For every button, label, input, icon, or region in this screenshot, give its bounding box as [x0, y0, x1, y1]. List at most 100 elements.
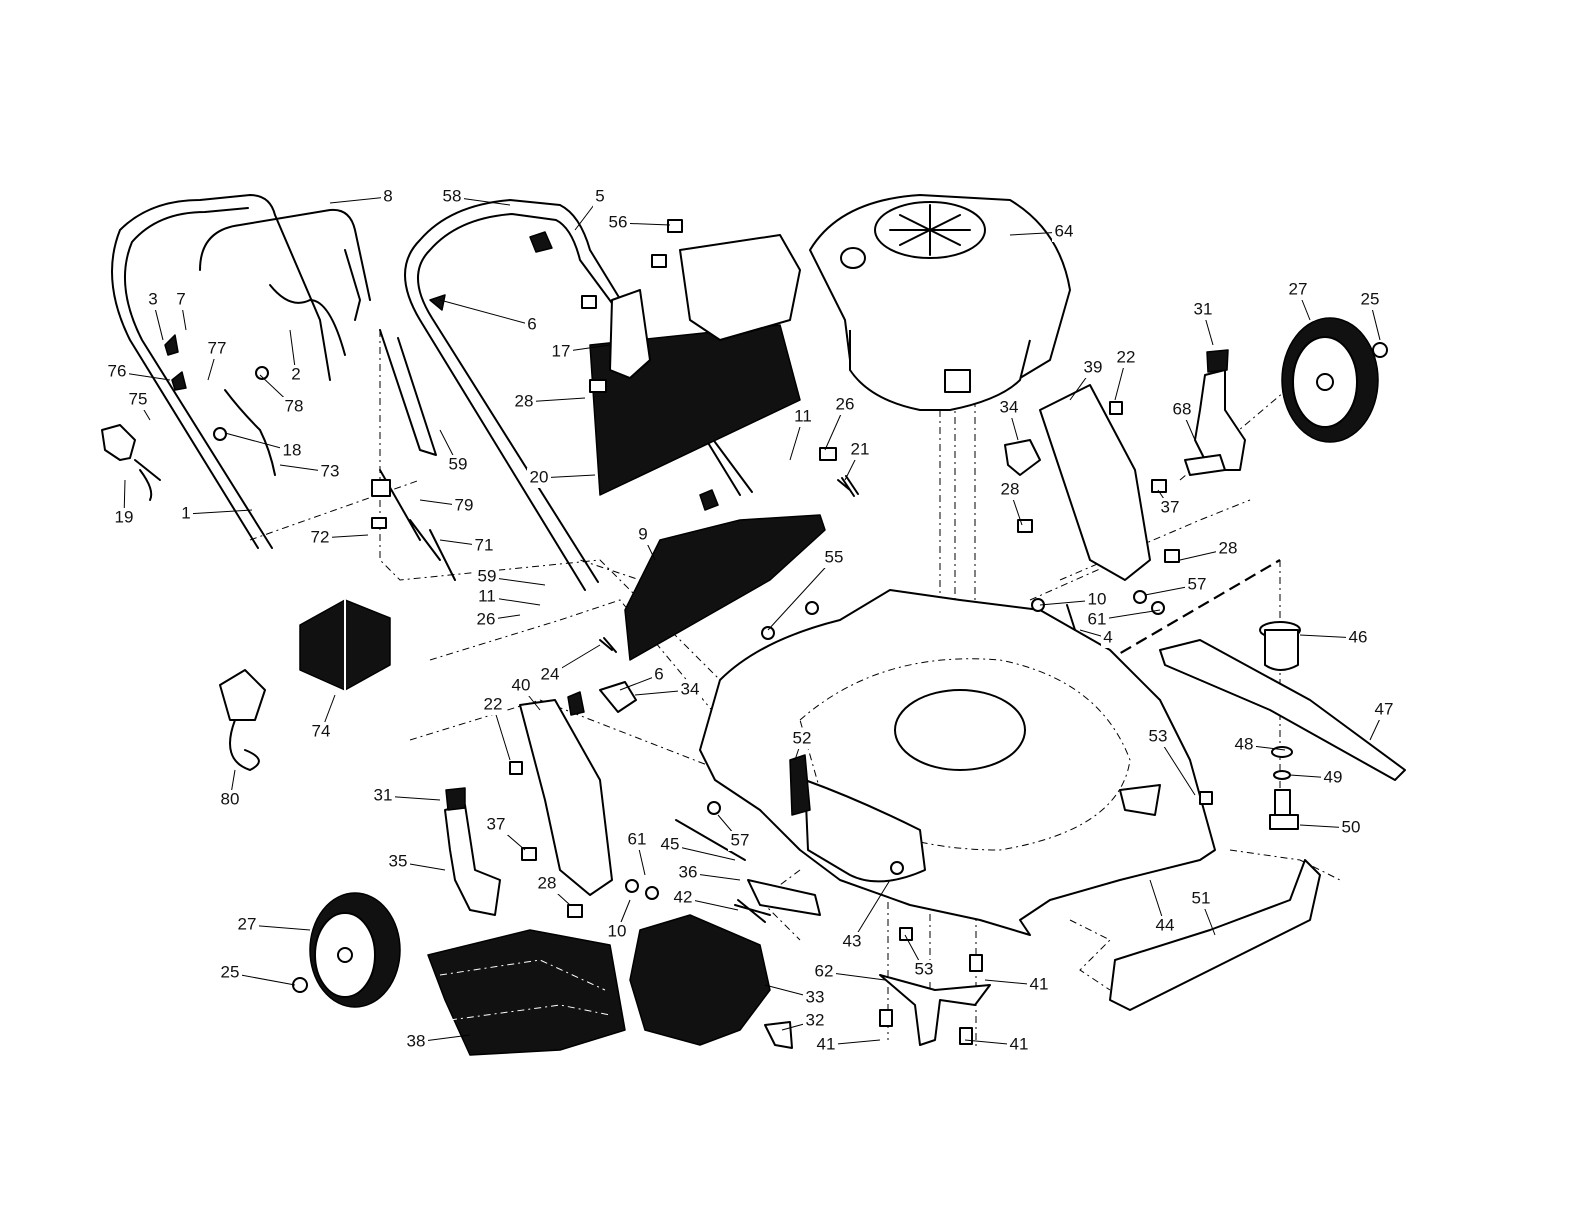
callout-77: 77 — [205, 338, 229, 380]
part-number-label: 80 — [221, 789, 240, 808]
callout-37: 37 — [484, 814, 525, 850]
part-number-label: 20 — [530, 467, 549, 486]
wiring-harness — [372, 470, 455, 580]
part-number-label: 19 — [115, 507, 134, 526]
part-number-label: 50 — [1342, 817, 1361, 836]
callout-27: 27 — [235, 914, 310, 935]
callout-28: 28 — [998, 479, 1022, 525]
callout-11: 11 — [790, 406, 815, 460]
part-number-label: 47 — [1375, 699, 1394, 718]
callout-5: 5 — [575, 186, 607, 230]
callout-41: 41 — [965, 1034, 1031, 1055]
callout-32: 32 — [782, 1010, 827, 1031]
part-number-label: 57 — [1188, 574, 1207, 593]
callout-10: 10 — [605, 900, 630, 942]
callout-49: 49 — [1290, 767, 1345, 788]
callout-8: 8 — [330, 186, 395, 207]
part-number-label: 1 — [181, 503, 190, 522]
part-number-label: 45 — [661, 834, 680, 853]
part-number-label: 40 — [512, 675, 531, 694]
wheel-front — [310, 893, 400, 1007]
part-number-label: 38 — [407, 1031, 426, 1050]
callout-21: 21 — [845, 439, 872, 480]
height-adjuster-rear-right — [1040, 385, 1150, 580]
part-number-label: 6 — [654, 664, 663, 683]
battery — [300, 600, 390, 690]
part-number-label: 41 — [1030, 974, 1049, 993]
part-number-label: 25 — [1361, 289, 1380, 308]
part-number-label: 22 — [484, 694, 503, 713]
part-number-label: 17 — [552, 341, 571, 360]
leader-line — [330, 197, 388, 203]
callout-58: 58 — [440, 186, 510, 207]
part-number-label: 36 — [679, 862, 698, 881]
callout-2: 2 — [289, 330, 303, 385]
part-number-label: 32 — [806, 1010, 825, 1029]
part-number-label: 64 — [1055, 221, 1074, 240]
part-number-label: 34 — [681, 679, 700, 698]
part-number-label: 68 — [1173, 399, 1192, 418]
part-number-label: 34 — [1000, 397, 1019, 416]
part-number-label: 59 — [478, 566, 497, 585]
callout-68: 68 — [1170, 399, 1195, 440]
part-number-label: 78 — [285, 396, 304, 415]
part-number-label: 61 — [628, 829, 647, 848]
part-number-label: 62 — [815, 961, 834, 980]
callout-33: 33 — [765, 985, 827, 1008]
leader-line — [440, 300, 532, 325]
part-number-label: 7 — [176, 289, 185, 308]
part-number-label: 55 — [825, 547, 844, 566]
part-number-label: 26 — [477, 609, 496, 628]
part-number-label: 48 — [1235, 734, 1254, 753]
part-number-label: 26 — [836, 394, 855, 413]
part-number-label: 77 — [208, 338, 227, 357]
part-number-label: 4 — [1103, 627, 1112, 646]
callout-26: 26 — [474, 609, 520, 630]
part-number-label: 53 — [1149, 726, 1168, 745]
callout-19: 19 — [112, 480, 136, 528]
part-number-label: 10 — [1088, 589, 1107, 608]
part-number-label: 72 — [311, 527, 330, 546]
part-number-label: 21 — [851, 439, 870, 458]
callout-56: 56 — [606, 212, 670, 233]
part-number-label: 79 — [455, 495, 474, 514]
part-number-label: 44 — [1156, 915, 1175, 934]
callout-72: 72 — [308, 527, 368, 548]
part-number-label: 11 — [478, 586, 496, 605]
part-number-label: 33 — [806, 987, 825, 1006]
callout-73: 73 — [280, 461, 342, 482]
height-adjuster-lever-left — [445, 788, 500, 915]
callout-3: 3 — [146, 289, 163, 340]
part-number-label: 28 — [538, 873, 557, 892]
callout-79: 79 — [420, 495, 476, 516]
callout-80: 80 — [218, 770, 242, 810]
callout-41: 41 — [985, 974, 1051, 995]
callout-75: 75 — [126, 389, 150, 420]
wheel-rear — [1282, 318, 1378, 442]
callout-27: 27 — [1286, 279, 1310, 320]
part-number-label: 52 — [793, 728, 812, 747]
part-number-label: 25 — [221, 962, 240, 981]
callout-47: 47 — [1370, 699, 1396, 740]
callout-61: 61 — [625, 829, 649, 875]
callout-50: 50 — [1300, 817, 1363, 838]
part-number-label: 28 — [1001, 479, 1020, 498]
callout-36: 36 — [676, 862, 740, 883]
part-number-label: 53 — [915, 959, 934, 978]
callout-6: 6 — [440, 300, 539, 335]
part-number-label: 46 — [1349, 627, 1368, 646]
part-number-label: 49 — [1324, 767, 1343, 786]
callout-18: 18 — [225, 433, 304, 461]
callout-53: 53 — [905, 935, 936, 980]
part-number-label: 71 — [475, 535, 494, 554]
part-number-label: 8 — [383, 186, 392, 205]
callout-37: 37 — [1158, 490, 1182, 518]
height-adjuster-front-left — [520, 700, 612, 895]
callout-31: 31 — [1191, 299, 1215, 345]
callout-76: 76 — [105, 361, 170, 382]
cable-spring — [225, 390, 275, 475]
part-number-label: 28 — [1219, 538, 1238, 557]
callout-46: 46 — [1300, 627, 1370, 648]
part-number-label: 43 — [843, 931, 862, 950]
callout-44: 44 — [1150, 880, 1177, 936]
